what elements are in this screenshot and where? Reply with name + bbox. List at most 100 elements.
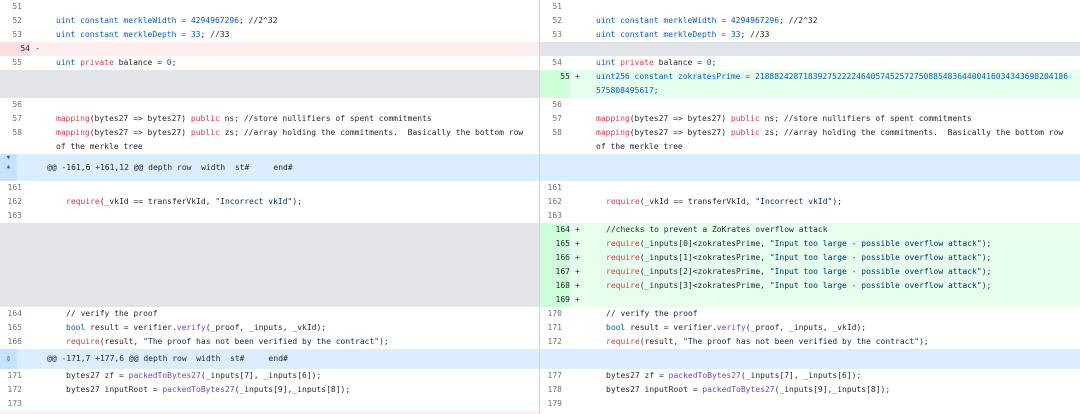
line-number[interactable]: 51 <box>552 2 562 11</box>
line-number[interactable]: 162 <box>7 197 22 206</box>
code-line: bytes27 zf = packedToBytes27(_inputs[7],… <box>66 371 322 380</box>
line-number[interactable]: 56 <box>12 100 22 109</box>
unfold-icon: ⇕ <box>5 354 12 364</box>
diff-block-added: 164 + //checks to prevent a ZoKrates ove… <box>0 223 1080 307</box>
line-number[interactable]: 54 <box>552 58 562 67</box>
line-number[interactable]: 54 <box>0 42 30 56</box>
expand-button[interactable]: ▾ ▴ <box>0 154 17 181</box>
line-number[interactable]: 173 <box>7 399 22 408</box>
diff-row: 171 bytes27 zf = packedToBytes27(_inputs… <box>0 369 1080 383</box>
diff-row: 173 179 <box>0 397 1080 411</box>
line-number[interactable]: 166 <box>7 337 22 346</box>
line-number[interactable]: 165 <box>7 323 22 332</box>
code-line: // verify the proof <box>66 309 158 318</box>
addition-marker: + <box>575 295 580 304</box>
line-number[interactable]: 53 <box>12 30 22 39</box>
diff-row-deleted-partial <box>0 411 1080 414</box>
code-line: require(_inputs[3]<zokratesPrime, "Input… <box>606 281 992 290</box>
line-number[interactable]: 163 <box>547 211 562 220</box>
code-line: uint private balance = 0; <box>56 58 177 67</box>
line-number[interactable]: 167 <box>540 265 570 279</box>
line-number[interactable]: 53 <box>552 30 562 39</box>
code-line: uint private balance = 0; <box>596 58 717 67</box>
addition-marker: + <box>575 72 580 81</box>
code-line: uint constant merkleDepth = 33; //33 <box>56 30 230 39</box>
line-number[interactable]: 172 <box>7 385 22 394</box>
addition-marker: + <box>575 225 580 234</box>
code-line: require(result, "The proof has not been … <box>606 337 929 346</box>
code-line: mapping(bytes27 => bytes27) public ns; /… <box>596 114 972 123</box>
line-number[interactable]: 168 <box>540 279 570 293</box>
diff-row: 172 bytes27 inputRoot = packedToBytes27(… <box>0 383 1080 397</box>
line-number[interactable]: 162 <box>547 197 562 206</box>
line-number[interactable]: 164 <box>7 309 22 318</box>
column-divider <box>539 0 540 414</box>
line-number[interactable]: 51 <box>12 2 22 11</box>
line-number[interactable]: 178 <box>547 385 562 394</box>
code-line: bool result = verifier.verify(_proof, _i… <box>606 323 867 332</box>
line-number[interactable]: 177 <box>547 371 562 380</box>
diff-row: 57 mapping(bytes27 => bytes27) public ns… <box>0 112 1080 126</box>
diff-row: 162 require(_vkId == transferVkId, "Inco… <box>0 195 1080 209</box>
diff-row: 55 uint private balance = 0; 54 uint pri… <box>0 56 1080 70</box>
line-number[interactable]: 57 <box>12 114 22 123</box>
line-number[interactable]: 161 <box>547 183 562 192</box>
code-line: require(_vkId == transferVkId, "Incorrec… <box>606 197 843 206</box>
code-line: uint constant merkleWidth = 4294967296; … <box>56 16 278 25</box>
code-line: bytes27 inputRoot = packedToBytes27(_inp… <box>606 385 891 394</box>
addition-marker: + <box>575 281 580 290</box>
diff-row: 164 // verify the proof 170 // verify th… <box>0 307 1080 321</box>
expand-up-icon: ▾ <box>5 153 12 163</box>
code-line: // verify the proof <box>606 309 698 318</box>
line-number[interactable]: 52 <box>12 16 22 25</box>
line-number[interactable]: 58 <box>552 128 562 137</box>
line-number[interactable]: 165 <box>540 237 570 251</box>
code-line: mapping(bytes27 => bytes27) public zs; /… <box>56 128 529 151</box>
diff-row: 51 51 <box>0 0 1080 14</box>
code-line: require(result, "The proof has not been … <box>66 337 389 346</box>
diff-row: 161 161 <box>0 181 1080 195</box>
line-number[interactable]: 52 <box>552 16 562 25</box>
line-number[interactable]: 56 <box>552 100 562 109</box>
code-line: mapping(bytes27 => bytes27) public ns; /… <box>56 114 432 123</box>
line-number[interactable]: 172 <box>547 337 562 346</box>
line-number[interactable]: 170 <box>547 309 562 318</box>
diff-row: 163 163 <box>0 209 1080 223</box>
diff-row-deleted: 54 - <box>0 42 1080 56</box>
line-number[interactable]: 161 <box>7 183 22 192</box>
hunk-header: ⇕ @@ -171,7 +177,6 @@ depth row width st… <box>0 349 1080 369</box>
code-line: bool result = verifier.verify(_proof, _i… <box>66 323 327 332</box>
hunk-label: @@ -171,7 +177,6 @@ depth row width st# … <box>47 354 288 363</box>
code-line: //checks to prevent a ZoKrates overflow … <box>606 225 828 234</box>
diff-row: 53 uint constant merkleDepth = 33; //33 … <box>0 28 1080 42</box>
line-number[interactable]: 163 <box>7 211 22 220</box>
code-line: require(_vkId == transferVkId, "Incorrec… <box>66 197 303 206</box>
diff-row: 52 uint constant merkleWidth = 429496729… <box>0 14 1080 28</box>
line-number[interactable]: 179 <box>547 399 562 408</box>
expand-down-icon: ▴ <box>5 162 12 172</box>
line-number[interactable]: 58 <box>12 128 22 137</box>
diff-row: 166 require(result, "The proof has not b… <box>0 335 1080 349</box>
code-line: uint256 constant zokratesPrime = 2188824… <box>596 72 1069 95</box>
diff-row: 58 mapping(bytes27 => bytes27) public zs… <box>0 126 1080 154</box>
code-line: bytes27 inputRoot = packedToBytes27(_inp… <box>66 385 351 394</box>
hunk-header: ▾ ▴ @@ -161,6 +161,12 @@ depth row width… <box>0 154 1080 181</box>
diff-row: 165 bool result = verifier.verify(_proof… <box>0 321 1080 335</box>
line-number[interactable]: 55 <box>540 70 570 98</box>
line-number[interactable]: 55 <box>12 58 22 67</box>
line-number[interactable]: 169 <box>540 293 570 307</box>
addition-marker: + <box>575 253 580 262</box>
deletion-marker: - <box>35 44 40 53</box>
line-number[interactable]: 171 <box>7 371 22 380</box>
code-line: require(_inputs[0]<zokratesPrime, "Input… <box>606 239 992 248</box>
line-number[interactable]: 171 <box>547 323 562 332</box>
addition-marker: + <box>575 239 580 248</box>
expand-button[interactable]: ⇕ <box>0 349 17 369</box>
line-number[interactable]: 166 <box>540 251 570 265</box>
code-line: uint constant merkleWidth = 4294967296; … <box>596 16 818 25</box>
code-line: uint constant merkleDepth = 33; //33 <box>596 30 770 39</box>
line-number[interactable]: 164 <box>540 223 570 237</box>
code-line: require(_inputs[2]<zokratesPrime, "Input… <box>606 267 992 276</box>
line-number[interactable]: 57 <box>552 114 562 123</box>
